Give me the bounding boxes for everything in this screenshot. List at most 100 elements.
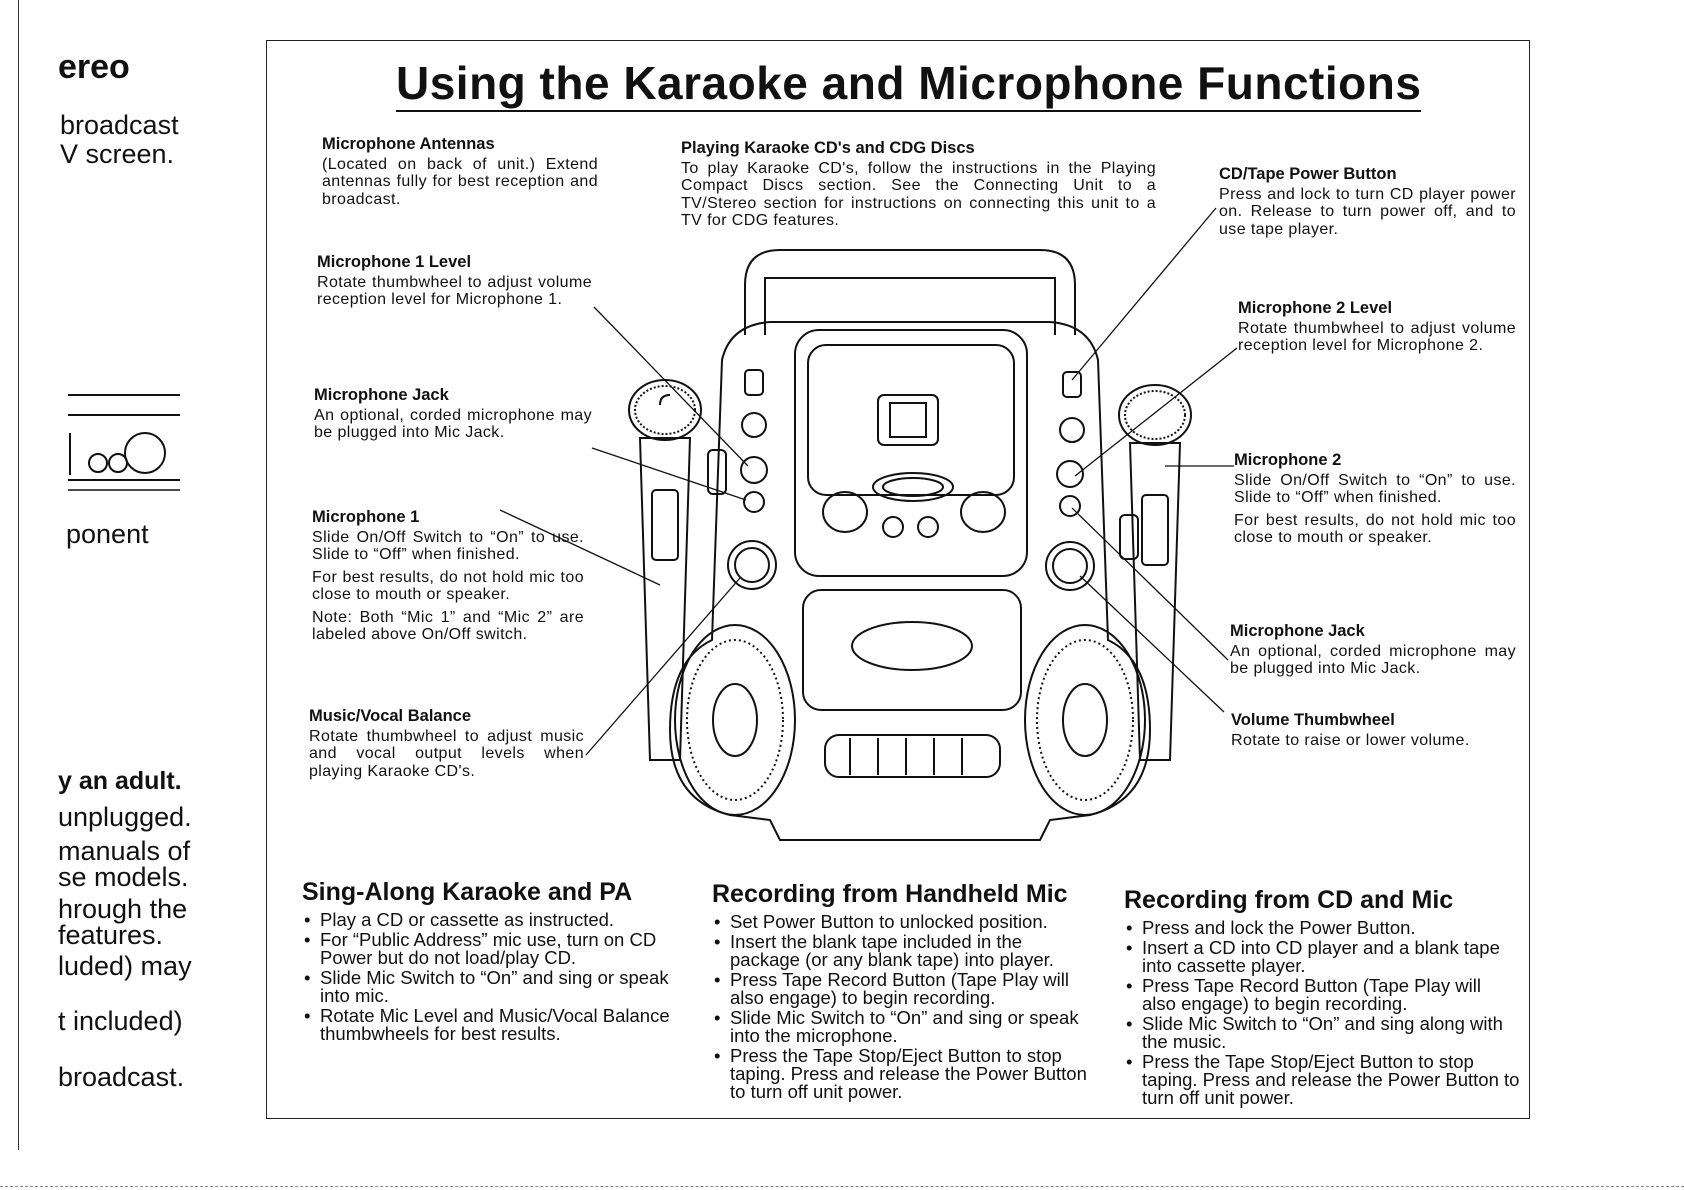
callout-body: An optional, corded microphone may be pl…: [314, 406, 592, 442]
callout-heading: Microphone 1 Level: [317, 253, 472, 271]
cassette-door: [802, 589, 1022, 711]
list-item: Slide Mic Switch to “On” and sing or spe…: [712, 1008, 1096, 1045]
callout-heading: Microphone 1: [312, 508, 420, 526]
callout-body: Slide On/Off Switch to “On” to use. Slid…: [1234, 471, 1516, 507]
callout-heading: Microphone Jack: [1230, 622, 1365, 640]
list-item: Set Power Button to unlocked position.: [712, 912, 1096, 931]
callout-body: Rotate thumbwheel to adjust volume recep…: [1238, 319, 1516, 355]
callout-playing-karaoke: Playing Karaoke CD's and CDG Discs To pl…: [681, 139, 1156, 230]
left-scrap-text: y an adult.: [58, 767, 182, 795]
cd-lid: [794, 329, 1028, 577]
callout-heading: CD/Tape Power Button: [1219, 165, 1397, 183]
mic2-level-wheel: [1056, 460, 1084, 488]
callout-heading: Volume Thumbwheel: [1231, 711, 1395, 729]
mic1-level-wheel: [740, 456, 768, 484]
left-scrap-text: manuals of: [58, 836, 191, 866]
list-item: Press Tape Record Button (Tape Play will…: [1124, 976, 1520, 1013]
callout-microphone-jack-left: Microphone Jack An optional, corded micr…: [314, 386, 592, 442]
cd-control-oval: [872, 472, 954, 502]
callout-microphone-1: Microphone 1 Slide On/Off Switch to “On”…: [312, 508, 584, 644]
callout-microphone-2-level: Microphone 2 Level Rotate thumbwheel to …: [1238, 299, 1516, 355]
unit-body: [668, 321, 1152, 841]
list-item: Rotate Mic Level and Music/Vocal Balance…: [302, 1006, 684, 1043]
left-scrap-text: features.: [58, 920, 164, 950]
left-scrap-text: ereo: [58, 48, 130, 86]
mic1-switch: [744, 369, 764, 396]
recording-cd-list: Press and lock the Power Button. Insert …: [1124, 918, 1520, 1107]
section-sing-along: Sing-Along Karaoke and PA Play a CD or c…: [302, 878, 684, 1045]
callout-body-2: For best results, do not hold mic too cl…: [1234, 511, 1516, 547]
stereo-component-illustration: [68, 394, 180, 491]
carry-handle: [744, 249, 1076, 335]
cdg-display: [877, 394, 939, 446]
callout-body: An optional, corded microphone may be pl…: [1230, 642, 1516, 678]
callout-heading: Microphone 2: [1234, 451, 1342, 469]
callout-heading: Music/Vocal Balance: [309, 707, 472, 725]
page-title-text: Using the Karaoke and Microphone Functio…: [396, 57, 1422, 112]
left-scrap-text: ponent: [66, 519, 149, 549]
callout-body: Slide On/Off Switch to “On” to use. Slid…: [312, 528, 584, 564]
list-item: Slide Mic Switch to “On” and sing or spe…: [302, 968, 684, 1005]
list-item: Press the Tape Stop/Eject Button to stop…: [712, 1046, 1096, 1101]
callout-heading: Microphone Jack: [314, 386, 449, 404]
callout-body: Press and lock to turn CD player power o…: [1219, 185, 1516, 238]
recording-handheld-list: Set Power Button to unlocked position. I…: [712, 912, 1096, 1101]
section-heading: Sing-Along Karaoke and PA: [302, 878, 633, 906]
callout-microphone-2: Microphone 2 Slide On/Off Switch to “On”…: [1234, 451, 1516, 547]
sing-along-list: Play a CD or cassette as instructed. For…: [302, 910, 684, 1043]
callout-heading: Microphone 2 Level: [1238, 299, 1393, 317]
callout-heading: Playing Karaoke CD's and CDG Discs: [681, 139, 975, 157]
callout-body: To play Karaoke CD's, follow the instruc…: [681, 159, 1156, 230]
callout-microphone-jack-right: Microphone Jack An optional, corded micr…: [1230, 622, 1516, 678]
volume-thumbwheel: [1045, 541, 1095, 591]
list-item: Press and lock the Power Button.: [1124, 918, 1520, 937]
mic-jack-left: [743, 491, 765, 513]
speaker-right: [1024, 624, 1146, 816]
tape-keys: [824, 734, 1001, 778]
microphone-2: [1118, 384, 1192, 446]
instruction-panel: [266, 40, 1530, 1119]
callout-heading: Microphone Antennas: [322, 135, 495, 153]
callout-body-3: Note: Both “Mic 1” and “Mic 2” are label…: [312, 608, 584, 644]
list-item: Play a CD or cassette as instructed.: [302, 910, 684, 929]
callout-body: Rotate thumbwheel to adjust volume recep…: [317, 273, 592, 309]
left-scrap-text: V screen.: [60, 139, 175, 169]
callout-body: Rotate thumbwheel to adjust music and vo…: [309, 727, 584, 780]
left-scrap-text: luded) may: [58, 951, 192, 981]
left-scrap-text: t included): [58, 1006, 183, 1036]
list-item: Insert the blank tape included in the pa…: [712, 932, 1096, 969]
callout-body: Rotate to raise or lower volume.: [1231, 731, 1470, 749]
cd-button-left: [822, 491, 868, 533]
mic-jack-right: [1059, 495, 1081, 517]
callout-body: (Located on back of unit.) Extend antenn…: [322, 155, 598, 208]
section-recording-cd-mic: Recording from CD and Mic Press and lock…: [1124, 886, 1520, 1109]
callout-microphone-1-level: Microphone 1 Level Rotate thumbwheel to …: [317, 253, 592, 309]
left-scrap-text: broadcast: [60, 110, 179, 140]
left-scrap-text: hrough the: [58, 894, 188, 924]
microphone-1: [628, 379, 702, 441]
page-title: Using the Karaoke and Microphone Functio…: [396, 56, 1446, 112]
callout-leader-lines: [499, 207, 1238, 756]
callout-cd-tape-power-button: CD/Tape Power Button Press and lock to t…: [1219, 165, 1516, 238]
left-scrap-text: unplugged.: [58, 802, 192, 832]
section-heading: Recording from CD and Mic: [1124, 886, 1454, 914]
music-vocal-balance-wheel: [727, 540, 777, 590]
callout-microphone-antennas: Microphone Antennas (Located on back of …: [322, 135, 598, 208]
page-edge-line: [18, 0, 19, 1150]
list-item: Press Tape Record Button (Tape Play will…: [712, 970, 1096, 1007]
section-heading: Recording from Handheld Mic: [712, 880, 1068, 908]
bottom-dashed-rule: [0, 1186, 1684, 1188]
list-item: Slide Mic Switch to “On” and sing along …: [1124, 1014, 1520, 1051]
left-scrap-text: se models.: [58, 862, 189, 892]
speaker-left: [674, 624, 796, 816]
callout-music-vocal-balance: Music/Vocal Balance Rotate thumbwheel to…: [309, 707, 584, 780]
list-item: Press the Tape Stop/Eject Button to stop…: [1124, 1052, 1520, 1107]
left-scrap-text: broadcast.: [58, 1062, 185, 1092]
section-recording-handheld-mic: Recording from Handheld Mic Set Power Bu…: [712, 880, 1096, 1103]
list-item: Insert a CD into CD player and a blank t…: [1124, 938, 1520, 975]
callout-body-2: For best results, do not hold mic too cl…: [312, 568, 584, 604]
cd-tape-power-button: [1062, 371, 1082, 398]
callout-volume-thumbwheel: Volume Thumbwheel Rotate to raise or low…: [1231, 711, 1521, 749]
cd-button-right: [960, 491, 1006, 533]
